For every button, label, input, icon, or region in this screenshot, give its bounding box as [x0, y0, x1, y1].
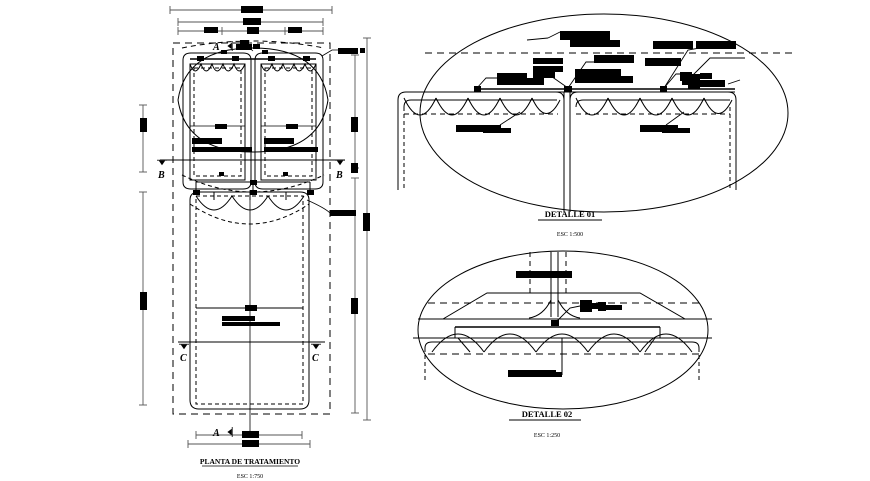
detail-01-title-block: DETALLE 01 ESC 1:500 — [538, 209, 602, 238]
section-label-c-right: C — [312, 353, 319, 364]
plan-site-boundary — [172, 42, 331, 415]
plan-upper-leaders — [246, 45, 338, 57]
plan-title-block: PLANTA DE TRATAMIENTO ESC 1:750 — [200, 457, 300, 480]
detail-01-title: DETALLE 01 — [545, 209, 596, 219]
plan-title: PLANTA DE TRATAMIENTO — [200, 457, 300, 466]
plan-upper-annotation-blocks — [221, 40, 365, 54]
detail-01-ellipse-frame — [419, 13, 789, 213]
plan-bottom-dimension-text-blocks — [242, 431, 259, 447]
plan-lower-basin-leaders — [306, 199, 331, 214]
plan-view: B B — [139, 6, 371, 480]
detail-01-scale: ESC 1:500 — [557, 232, 583, 238]
section-mark-a-top: A — [212, 40, 233, 53]
detail-02-leaders — [555, 305, 581, 323]
plan-upper-tanks — [177, 40, 329, 190]
detail-01-annotation-blocks — [456, 31, 736, 133]
section-label-a-top: A — [212, 42, 220, 53]
plan-scale: ESC 1:750 — [237, 474, 263, 480]
detail-01-view: DETALLE 01 ESC 1:500 — [397, 13, 795, 238]
section-label-b-right: B — [335, 170, 343, 181]
plan-left-dimensions — [139, 104, 147, 406]
section-label-a-bottom: A — [212, 428, 220, 439]
detail-01-geometry — [397, 52, 795, 212]
section-label-c-left: C — [180, 353, 187, 364]
plan-top-dimension-text-blocks — [204, 6, 302, 34]
detail-02-ellipse-frame — [417, 250, 709, 410]
section-mark-b-right: B — [334, 159, 346, 181]
detail-02-title: DETALLE 02 — [522, 409, 573, 419]
section-mark-c-left: C — [178, 341, 325, 364]
detail-02-title-block: DETALLE 02 ESC 1:250 — [509, 409, 581, 439]
section-mark-a-bottom: A — [212, 426, 233, 439]
plan-right-dimension-text-blocks — [351, 117, 370, 314]
section-mark-b-left: B — [156, 159, 345, 181]
detail-02-geometry — [413, 252, 712, 382]
detail-02-view: DETALLE 02 ESC 1:250 — [413, 250, 712, 439]
section-label-b-left: B — [157, 170, 165, 181]
plan-left-dimension-text-blocks — [140, 118, 147, 310]
plan-tank-label-blocks — [192, 124, 318, 152]
plan-lower-basin-label-blocks — [222, 210, 356, 326]
detail-02-scale: ESC 1:250 — [534, 433, 560, 439]
detail-02-annotation-blocks — [508, 271, 622, 377]
section-mark-c-right: C — [310, 343, 322, 364]
